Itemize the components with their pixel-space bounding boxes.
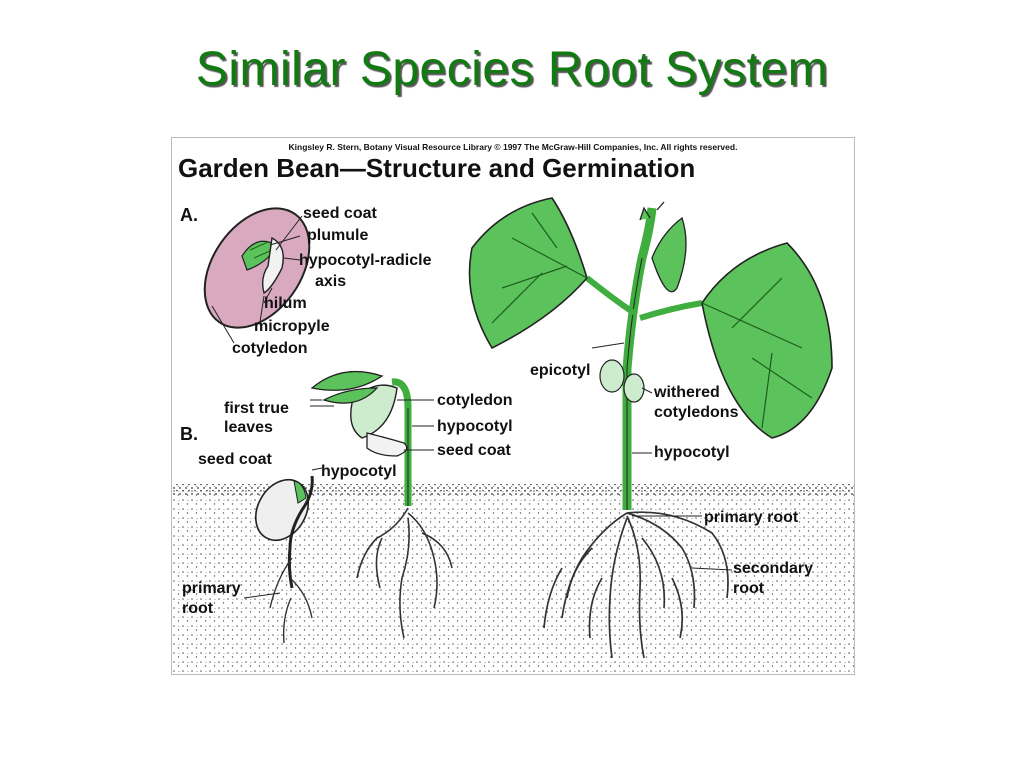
label-first-true: first true (224, 400, 289, 417)
label-hypocotyl-c: hypocotyl (654, 444, 730, 461)
figure-credit: Kingsley R. Stern, Botany Visual Resourc… (288, 142, 738, 152)
soil-surface (172, 484, 854, 496)
label-seed-coat-a: seed coat (303, 205, 377, 222)
label-root-b: root (182, 600, 214, 617)
slide-title: Similar Species Root System (195, 43, 829, 96)
label-withered: withered (654, 384, 720, 401)
label-cotyledon-b: cotyledon (437, 392, 513, 409)
label-epicotyl: epicotyl (530, 362, 591, 379)
label-primary-b: primary (182, 580, 241, 597)
seedling-2 (310, 370, 453, 639)
label-hilum: hilum (264, 295, 307, 312)
bean-plant (468, 197, 833, 659)
label-plumule: plumule (307, 227, 369, 244)
label-primary-root-c: primary root (704, 509, 799, 526)
garden-bean-figure: Kingsley R. Stern, Botany Visual Resourc… (171, 137, 855, 675)
seedling-1 (243, 467, 323, 644)
label-leaves: leaves (224, 419, 273, 436)
seed-a (203, 207, 311, 344)
label-micropyle: micropyle (254, 318, 330, 335)
panel-a-label: A. (180, 205, 198, 225)
label-hypocotyl-radicle: hypocotyl-radicle (299, 252, 432, 269)
label-cotyledons: cotyledons (654, 404, 739, 421)
label-hypocotyl-b1: hypocotyl (321, 463, 397, 480)
label-secondary: secondary (733, 560, 814, 577)
label-seed-coat-b2: seed coat (437, 442, 511, 459)
figure-title: Garden Bean—Structure and Germination (178, 153, 696, 183)
label-seed-coat-b1: seed coat (198, 451, 272, 468)
panel-b-label: B. (180, 424, 198, 444)
label-root-c: root (733, 580, 765, 597)
label-cotyledon-a: cotyledon (232, 340, 308, 357)
label-axis: axis (315, 273, 347, 290)
label-hypocotyl-b2: hypocotyl (437, 418, 513, 435)
bean-illustration (172, 197, 854, 674)
